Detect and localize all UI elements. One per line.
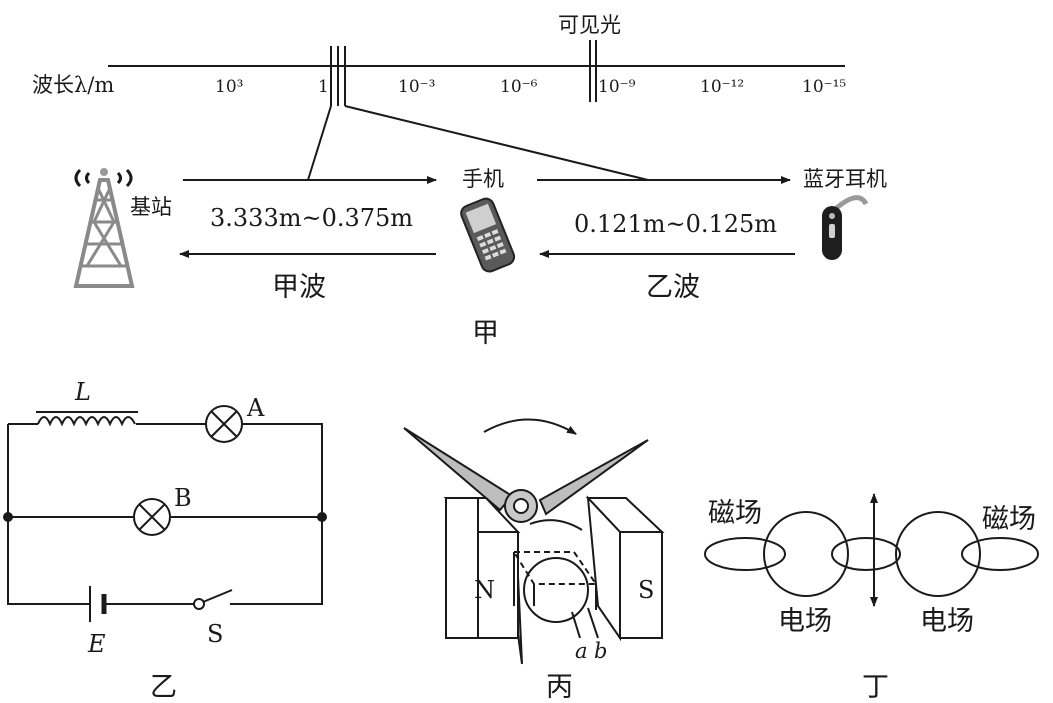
battery-icon [89,586,107,622]
tick-label: 10⁻³ [398,77,435,97]
magnetic-field-left-label: 磁场 [708,498,762,529]
magnet-north-icon [443,497,521,639]
figure-yi: L A B E S 乙 [3,378,327,703]
figure-ding: 磁场 磁场 电场 电场 丁 [704,493,1039,703]
figure-bing: N S a b 丙 [403,418,665,703]
base-station-label: 基站 [130,195,172,219]
figure-jia: 基站 手机 蓝牙耳机 3.333m~0.375m 0.121m~0 [73,167,887,349]
lamp-a-label: A [246,394,265,422]
figure-caption-yi: 乙 [150,672,177,703]
switch-label: S [207,620,223,648]
terminal-b-label: b [594,639,607,663]
earphone-label: 蓝牙耳机 [803,167,887,191]
north-pole-label: N [474,576,495,604]
switch-icon [193,589,233,610]
south-pole-label: S [638,576,654,604]
terminal-a-label: a [575,639,588,663]
lamp-b-icon [133,498,171,536]
battery-label: E [87,630,106,658]
wave-a-range: 3.333m~0.375m [210,204,413,232]
tick-label: 10⁻¹² [700,77,744,97]
tower-icon [73,168,135,288]
visible-light-label: 可见光 [558,13,621,37]
axis-label: 波长λ/m [32,73,114,97]
lamp-b-label: B [174,484,192,512]
tick-label: 10³ [215,77,243,97]
magnetic-field-right-label: 磁场 [982,504,1036,535]
coil-icon [512,519,598,623]
bluetooth-earphone-icon [822,195,869,260]
figure-caption-jia: 甲 [472,318,499,349]
electric-field-left-label: 电场 [778,606,832,637]
tick-label: 1 [318,77,329,97]
phone-icon [460,197,516,273]
tick-label: 10⁻⁶ [500,77,538,97]
spectrum-axis: 波长λ/m 可见光 10³ 1 10⁻³ 10⁻⁶ 10⁻⁹ 10⁻¹² 10⁻… [32,13,846,181]
electric-field-right-label: 电场 [920,606,974,637]
figure-caption-ding: 丁 [862,672,889,703]
tick-label: 10⁻¹⁵ [802,77,846,97]
magnet-south-icon [585,495,665,642]
wave-b-name: 乙波 [646,272,700,303]
tick-label: 10⁻⁹ [598,77,636,97]
inductor-label: L [74,378,91,406]
figure-caption-bing: 丙 [546,672,573,703]
lamp-a-icon [205,405,243,443]
inductor-icon [36,411,138,427]
wave-a-name: 甲波 [272,272,326,303]
wave-b-range: 0.121m~0.125m [574,210,777,238]
phone-label: 手机 [462,167,504,191]
